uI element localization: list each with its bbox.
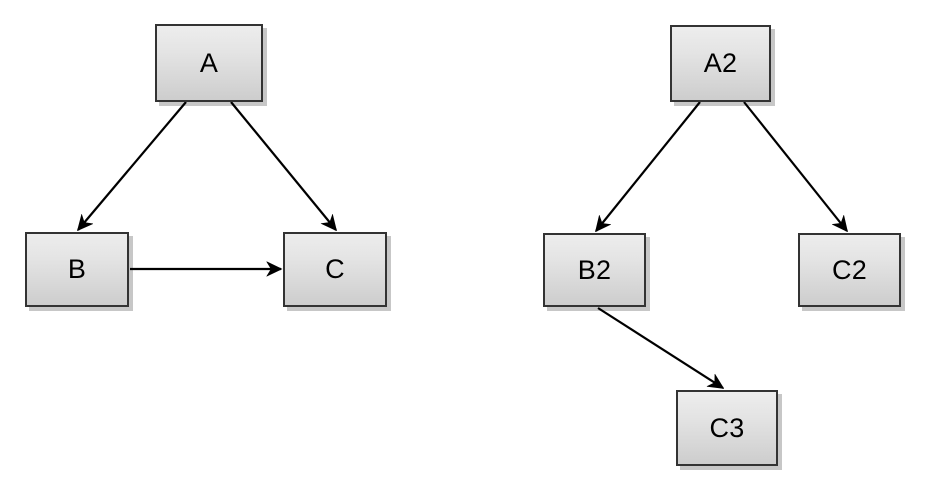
node-b2[interactable]: B2 <box>543 233 646 307</box>
node-label-a2: A2 <box>703 48 738 78</box>
node-label-c3: C3 <box>709 412 745 443</box>
node-label-b: B <box>67 254 87 284</box>
node-c2[interactable]: C2 <box>798 233 901 307</box>
node-label-b2: B2 <box>577 254 612 285</box>
node-label-c2: C2 <box>832 254 867 285</box>
node-label-a: A <box>199 47 219 78</box>
edge-a2-to-b2 <box>596 101 701 231</box>
edge-a-to-c <box>230 101 336 230</box>
edge-a2-to-c2 <box>743 101 847 231</box>
node-a[interactable]: A <box>155 24 263 102</box>
node-c3[interactable]: C3 <box>676 390 778 466</box>
edge-b2-to-c3 <box>597 307 723 389</box>
node-label-c: C <box>325 254 345 284</box>
edges-group <box>78 101 847 389</box>
node-c[interactable]: C <box>283 232 387 307</box>
node-a2[interactable]: A2 <box>670 25 771 102</box>
edge-a-to-b <box>78 101 187 230</box>
node-b[interactable]: B <box>25 232 129 307</box>
